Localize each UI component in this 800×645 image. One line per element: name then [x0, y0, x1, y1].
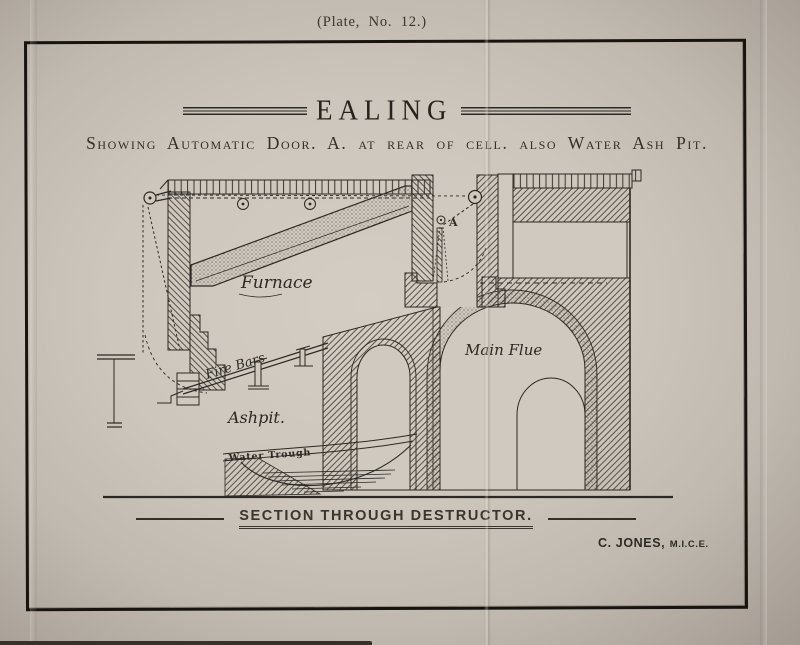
rear-door-swing-arc — [443, 244, 488, 283]
water-trough-label: Water Trough — [227, 447, 311, 464]
grate-support-1 — [248, 357, 269, 390]
scan-edge-shadow — [0, 641, 372, 645]
signature-credentials: M.I.C.E. — [669, 539, 709, 550]
door-a-label: A — [448, 216, 458, 229]
grate-support-2 — [294, 345, 313, 367]
pier-arch-ring — [350, 338, 417, 490]
rear-door-chain — [442, 203, 474, 226]
main-flue-opening — [439, 302, 586, 491]
furnace-label-flourish — [238, 293, 283, 298]
automatic-door-slab — [167, 191, 191, 351]
water-trough-shape — [222, 433, 418, 493]
drawing-caption-row: SECTION THROUGH DESTRUCTOR. — [25, 508, 747, 529]
door-track-rollers — [237, 198, 316, 210]
expansion-joint — [497, 173, 514, 279]
caption-dash-left — [136, 517, 225, 520]
fire-bars-grate — [157, 342, 329, 404]
paper-crease-right — [760, 0, 767, 645]
chain-run — [155, 194, 468, 197]
section-drawing: Furnace Fire Bars Ashpit. Water Trough M… — [97, 169, 673, 499]
right-upper-band — [512, 187, 631, 223]
right-opening — [512, 221, 628, 279]
left-top-rail — [167, 179, 431, 195]
water-fill — [262, 469, 396, 493]
rear-door-leaf — [436, 227, 443, 283]
engineer-signature: C. JONES, M.I.C.E. — [598, 534, 709, 552]
main-flue-label: Main Flue — [464, 341, 542, 359]
signature-name: C. JONES, — [598, 536, 666, 550]
rear-door-assembly — [432, 189, 488, 283]
caption-dash-right — [547, 517, 636, 520]
masonry-section — [97, 169, 673, 499]
plate-number-note: (Plate, No. 12.) — [317, 14, 427, 30]
shaft-footing — [481, 276, 506, 308]
hoist-chain-diagonal — [147, 206, 181, 351]
right-rail-end — [631, 169, 642, 182]
title-rule-right — [461, 106, 632, 115]
door-jamb-steps — [189, 314, 226, 391]
pier-arch-opening — [356, 344, 411, 491]
right-top-rail — [512, 173, 633, 189]
shaft-left-wall — [411, 174, 434, 282]
ashpit-label: Ashpit. — [226, 408, 285, 427]
plate-subtitle: Showing Automatic Door. A. at rear of ce… — [86, 133, 708, 153]
plate-title-row: EALING — [183, 94, 632, 126]
furnace-label: Furnace — [240, 273, 313, 293]
rail-left-hook — [159, 179, 169, 190]
drawing-caption: SECTION THROUGH DESTRUCTOR. — [239, 508, 533, 529]
page-title: EALING — [316, 94, 453, 126]
inner-flue-arch — [516, 377, 586, 490]
door-hoist-gear — [97, 190, 208, 428]
title-rule-left — [183, 106, 307, 115]
crown-beam-inner-line — [195, 205, 410, 282]
bridge-step-block — [404, 272, 438, 308]
